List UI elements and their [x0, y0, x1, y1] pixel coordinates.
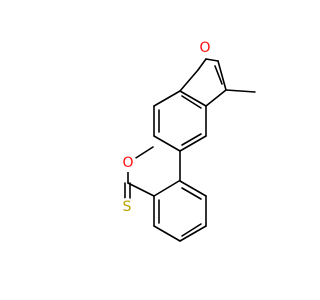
atom-labels: O O S [118, 39, 214, 216]
molecule-structure-diagram: O O S [118, 39, 256, 242]
furan-bond-2 [205, 89, 227, 107]
lactone-oxygen-label: O [122, 155, 133, 171]
benzene-bond-2 [153, 225, 181, 242]
benzene-inner-3 [181, 187, 202, 200]
bonds [124, 58, 256, 242]
furan-bond-1 [179, 69, 199, 92]
benzene-bond-5 [179, 180, 207, 197]
bond-c-c-ring [127, 182, 155, 197]
lactone-o-bg [119, 154, 137, 172]
benzene-inner-2 [181, 223, 202, 237]
thione-sulfur-label: S [123, 199, 132, 215]
furan-oxygen-label: O [199, 40, 210, 56]
middle-bond-6 [179, 135, 207, 152]
furan-o-bg [196, 39, 214, 57]
methyl-bond [225, 89, 256, 93]
middle-bond-3 [153, 90, 181, 107]
benzene-bond-3 [179, 225, 207, 242]
furan-bond-4 [197, 58, 207, 71]
furan-bond-5 [205, 58, 219, 62]
middle-inner-2 [181, 95, 202, 109]
middle-inner-3 [181, 133, 202, 146]
middle-bond-1 [153, 135, 181, 152]
middle-bond-4 [179, 90, 207, 107]
furan-double-inner [214, 65, 223, 85]
furan-bond-3 [217, 60, 227, 91]
bond-ring-junction [153, 180, 180, 197]
thione-s-bg [118, 198, 136, 216]
